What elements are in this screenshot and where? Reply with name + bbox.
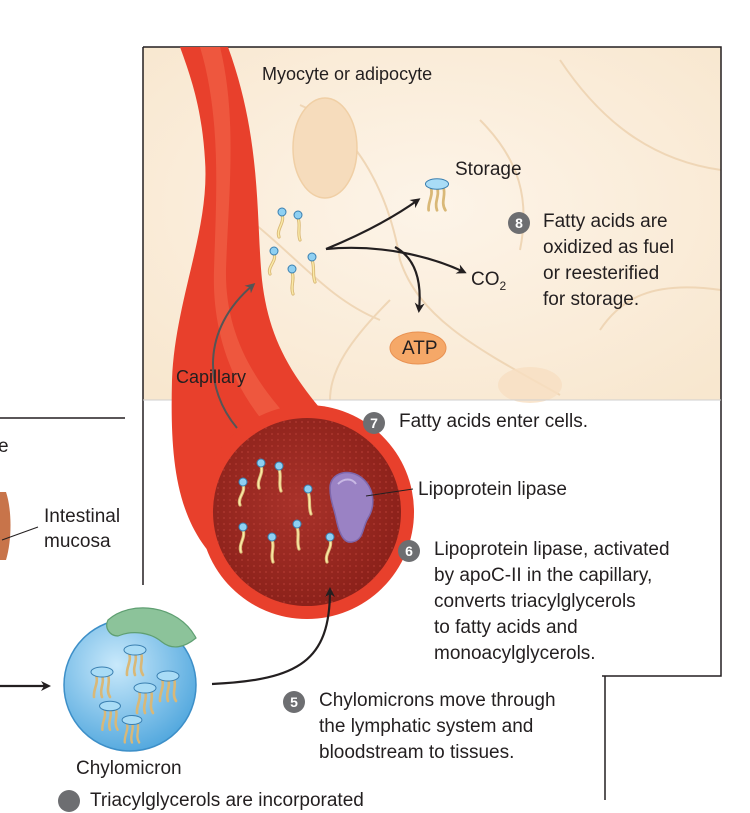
cell-blob: [498, 367, 562, 403]
fatty-acids: [237, 207, 335, 564]
fatty-acid-molecule: [274, 461, 284, 493]
label-co2: CO2: [471, 269, 507, 293]
fatty-acids-enter-cell-arrow: [212, 283, 256, 429]
fatty-acid-molecule: [303, 484, 313, 516]
fatty-acid-molecule: [267, 246, 279, 276]
triacylglycerol-molecule: [90, 666, 114, 699]
step-6-line-3: converts triacylglycerols: [434, 591, 636, 612]
lipoprotein-lipase-enzyme: [329, 471, 374, 543]
lipase-leader-line: [365, 488, 414, 497]
label-lipoprotein-lipase: Lipoprotein lipase: [418, 479, 567, 500]
label-storage: Storage: [455, 159, 522, 180]
capillary-lumen-texture: [213, 418, 401, 606]
intestinal-mucosa-fragment: [0, 492, 11, 560]
step-5-line-2: the lymphatic system and: [319, 716, 534, 737]
chylomicron-triacylglycerols: [90, 644, 180, 744]
step-badge-6: 6: [398, 540, 420, 562]
triacylglycerol-molecule: [121, 715, 143, 744]
atp-arrow: [394, 246, 425, 313]
label-intestinal-mucosa-1: Intestinal: [44, 506, 121, 527]
fatty-acid-molecule: [287, 264, 297, 296]
fatty-acid-molecule: [292, 519, 302, 551]
step-8-line-1: Fatty acids are: [543, 211, 668, 232]
label-chylomicron: Chylomicron: [76, 758, 182, 779]
step-8-line-4: for storage.: [543, 289, 640, 310]
triacylglycerol-molecule: [123, 644, 147, 677]
fatty-acid-molecule: [256, 458, 266, 490]
step-8-line-2: oxidized as fuel: [543, 237, 674, 258]
triacylglycerol-molecule: [156, 670, 180, 703]
step-5-line-3: bloodstream to tissues.: [319, 742, 515, 763]
label-cell: Myocyte or adipocyte: [262, 64, 433, 84]
capillary-shading: [200, 47, 300, 440]
triacylglycerol-molecule: [424, 178, 450, 212]
step-badge-7: 7: [363, 412, 385, 434]
fatty-acid-molecule: [237, 477, 248, 507]
triacylglycerol-molecule: [133, 682, 157, 715]
step-badge-5: 5: [283, 691, 305, 713]
stored-triacylglycerol: [424, 178, 450, 212]
chylomicron-to-capillary-arrow: [211, 587, 335, 686]
step-6-line-1: Lipoprotein lipase, activated: [434, 539, 670, 560]
step-badge-fragment: [58, 790, 80, 812]
storage-arrow: [325, 198, 421, 251]
mucosa-leader-line: [1, 526, 39, 541]
step-7-line-1: Fatty acids enter cells.: [399, 411, 589, 432]
step-6-line-5: monoacylglycerols.: [434, 643, 596, 664]
fatty-acid-molecule: [293, 210, 303, 242]
apoprotein-c-ii: [106, 607, 197, 648]
label-bottom-fragment: Triacylglycerols are incorporated: [90, 790, 364, 811]
label-atp: ATP: [402, 338, 438, 359]
triacylglycerol-molecule: [99, 700, 121, 731]
fatty-acid-molecule: [238, 522, 248, 554]
label-intestinal-mucosa-2: mucosa: [44, 531, 111, 552]
step-6-line-4: to fatty acids and: [434, 617, 578, 638]
label-capillary: Capillary: [176, 367, 247, 387]
step-8-line-3: or reesterified: [543, 263, 660, 284]
atp-badge: [389, 331, 447, 365]
label-left-fragment: e: [0, 436, 9, 457]
fatty-acid-molecule: [324, 532, 335, 564]
fatty-acid-molecule: [267, 532, 277, 564]
step-6-line-2: by apoC-II in the capillary,: [434, 565, 653, 586]
fatty-acid-molecule: [276, 207, 287, 239]
fatty-acid-molecule: [307, 252, 317, 284]
step-5-line-1: Chylomicrons move through: [319, 690, 556, 711]
nucleus: [292, 97, 358, 199]
step-badge-8: 8: [508, 212, 530, 234]
